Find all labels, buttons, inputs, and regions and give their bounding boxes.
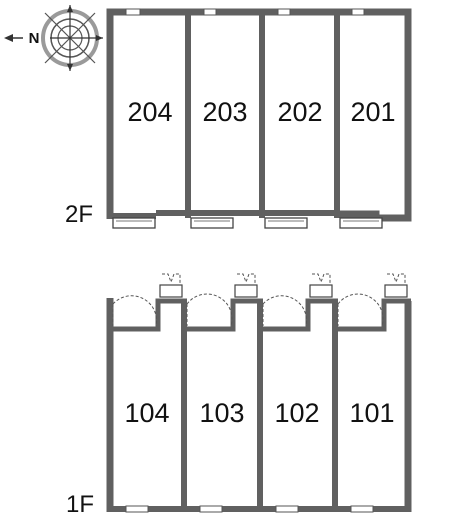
room-label-101: 101 <box>349 398 394 428</box>
room-label-102: 102 <box>274 398 319 428</box>
compass-icon <box>4 5 103 71</box>
floor-2f: 204 203 202 201 2F <box>65 8 412 229</box>
room-label-103: 103 <box>199 398 244 428</box>
room-label-202: 202 <box>277 97 322 127</box>
floor-label-1f: 1F <box>66 491 94 518</box>
room-label-201: 201 <box>350 97 395 127</box>
floor-label-2f: 2F <box>65 201 93 228</box>
room-label-203: 203 <box>202 97 247 127</box>
room-label-104: 104 <box>124 398 169 428</box>
room-label-204: 204 <box>127 97 172 127</box>
floor-1f: 104 103 102 101 1F <box>66 273 412 518</box>
compass-north-label: N <box>29 30 40 47</box>
